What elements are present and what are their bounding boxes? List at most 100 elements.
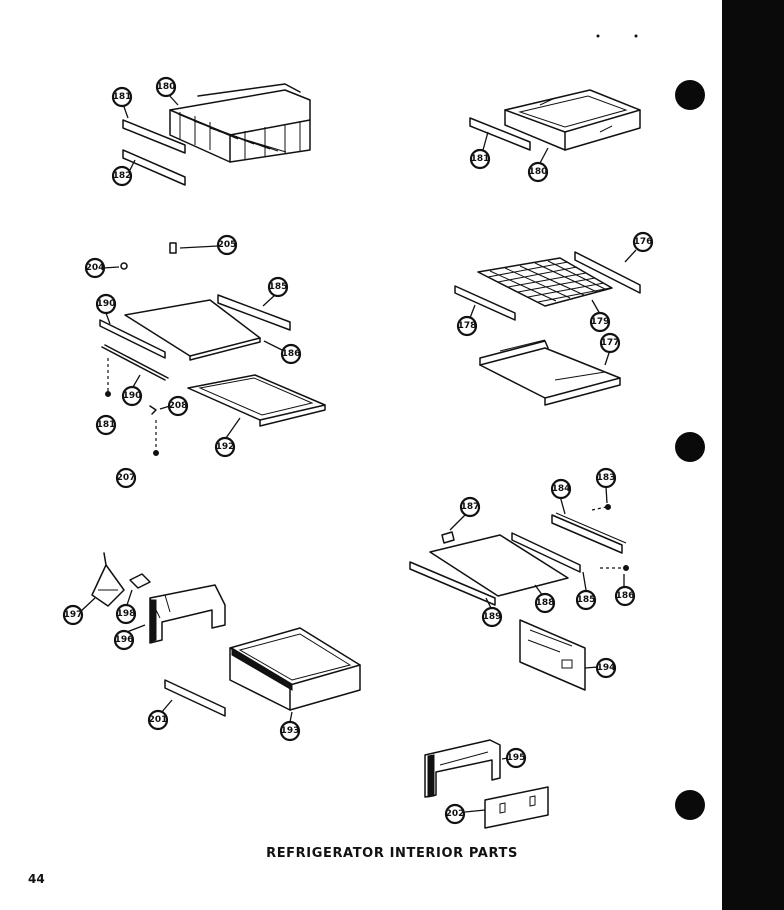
rail-201: [164, 679, 226, 717]
page-title: REFRIGERATOR INTERIOR PARTS: [266, 846, 518, 861]
shelf-trim-front: [99, 319, 166, 359]
svg-text:176: 176: [634, 237, 653, 247]
screw-186: [600, 565, 629, 571]
wire-shelf-rail-front: [454, 285, 516, 321]
basket-rail-lower: [122, 149, 186, 186]
svg-text:188: 188: [536, 598, 555, 608]
shelf-frame: [187, 374, 326, 427]
punch-hole-bottom: [675, 790, 705, 820]
svg-text:189: 189: [483, 612, 502, 622]
callout-181b: 181: [469, 148, 491, 170]
svg-text:178: 178: [458, 321, 477, 331]
cover-196: [149, 584, 226, 644]
callout-195: 195: [505, 747, 527, 769]
callout-198: 198: [115, 603, 137, 625]
svg-text:207: 207: [117, 473, 136, 483]
svg-text:180: 180: [529, 167, 548, 177]
svg-text:195: 195: [507, 753, 526, 763]
shelf-frame-177: [479, 339, 621, 406]
punch-hole-top: [675, 80, 705, 110]
screw-181: [105, 358, 111, 397]
wire-shelf-rail-rear: [574, 251, 641, 294]
svg-text:186: 186: [616, 591, 635, 601]
svg-text:201: 201: [149, 715, 168, 725]
callout-188: 188: [534, 592, 556, 614]
callout-185: 185: [267, 276, 289, 298]
callout-185b: 185: [575, 589, 597, 611]
clip-208: [149, 405, 157, 415]
binding-edge-bar: [722, 0, 784, 910]
lower-glass-shelf: [429, 534, 569, 597]
callout-187: 187: [459, 496, 481, 518]
lower-left-parts-group: 197 198 196 201 193: [62, 552, 361, 742]
svg-text:197: 197: [64, 610, 83, 620]
lower-trim-rear: [511, 532, 581, 573]
svg-text:204: 204: [86, 263, 105, 273]
callout-197: 197: [62, 604, 84, 626]
lower-rail-184: [551, 512, 627, 554]
clip-187: [441, 531, 455, 544]
svg-text:185: 185: [577, 595, 596, 605]
callout-180b: 180: [527, 161, 549, 183]
bracket-195: [424, 739, 501, 798]
svg-text:183: 183: [597, 473, 616, 483]
svg-text:180: 180: [157, 82, 176, 92]
callout-192: 192: [214, 436, 236, 458]
svg-text:190: 190: [123, 391, 142, 401]
svg-text:182: 182: [113, 171, 132, 181]
callout-208: 208: [167, 395, 189, 417]
callout-182: 182: [111, 165, 133, 187]
callout-183: 183: [595, 467, 617, 489]
svg-text:205: 205: [218, 240, 237, 250]
callout-181c: 181: [95, 414, 117, 436]
screw-183: [591, 504, 611, 511]
callout-193: 193: [279, 720, 301, 742]
svg-text:185: 185: [269, 282, 288, 292]
svg-text:181: 181: [97, 420, 116, 430]
screw-207: [153, 420, 159, 456]
svg-text:187: 187: [461, 502, 480, 512]
callout-186: 186: [280, 343, 302, 365]
callout-186b: 186: [614, 585, 636, 607]
callout-205: 205: [216, 234, 238, 256]
callout-178: 178: [456, 315, 478, 337]
svg-text:202: 202: [446, 809, 465, 819]
callout-201: 201: [147, 709, 169, 731]
callout-177: 177: [599, 332, 621, 354]
bottom-right-parts-group: 195 202: [424, 739, 549, 829]
glass-shelf: [124, 299, 261, 361]
svg-text:190: 190: [97, 299, 116, 309]
svg-text:194: 194: [597, 663, 616, 673]
wire-shelf: [477, 257, 613, 307]
callout-190: 190: [95, 293, 117, 315]
callout-180: 180: [155, 76, 177, 98]
basket-rail-upper: [122, 119, 186, 154]
lower-glass-shelf-group: 187 184 183 185 186 189 188 194: [409, 467, 636, 691]
wire-basket-group: 181 182 180: [111, 76, 311, 187]
utility-tray-197: [91, 552, 125, 607]
wire-basket: [169, 83, 311, 163]
callout-179: 179: [589, 311, 611, 333]
svg-text:184: 184: [552, 484, 571, 494]
clip-205: [169, 242, 177, 254]
svg-text:208: 208: [169, 401, 188, 411]
callout-189: 189: [481, 606, 503, 628]
bracket-198: [129, 573, 151, 589]
punch-hole-middle: [675, 432, 705, 462]
glass-shelf-group: 205 204 190 185 186 190 181 208 192 207: [84, 234, 326, 489]
crisper-pan: [504, 89, 641, 151]
shelf-trim-rear: [217, 294, 291, 331]
callout-181: 181: [111, 86, 133, 108]
callout-202: 202: [444, 803, 466, 825]
drawer-193: [229, 627, 361, 711]
svg-text:193: 193: [281, 726, 300, 736]
crisper-rail: [469, 117, 531, 151]
svg-text:186: 186: [282, 349, 301, 359]
screw-204: [120, 262, 128, 270]
callout-190b: 190: [121, 385, 143, 407]
svg-text:198: 198: [117, 609, 136, 619]
callout-184: 184: [550, 478, 572, 500]
svg-text:181: 181: [471, 154, 490, 164]
svg-text:196: 196: [115, 635, 134, 645]
